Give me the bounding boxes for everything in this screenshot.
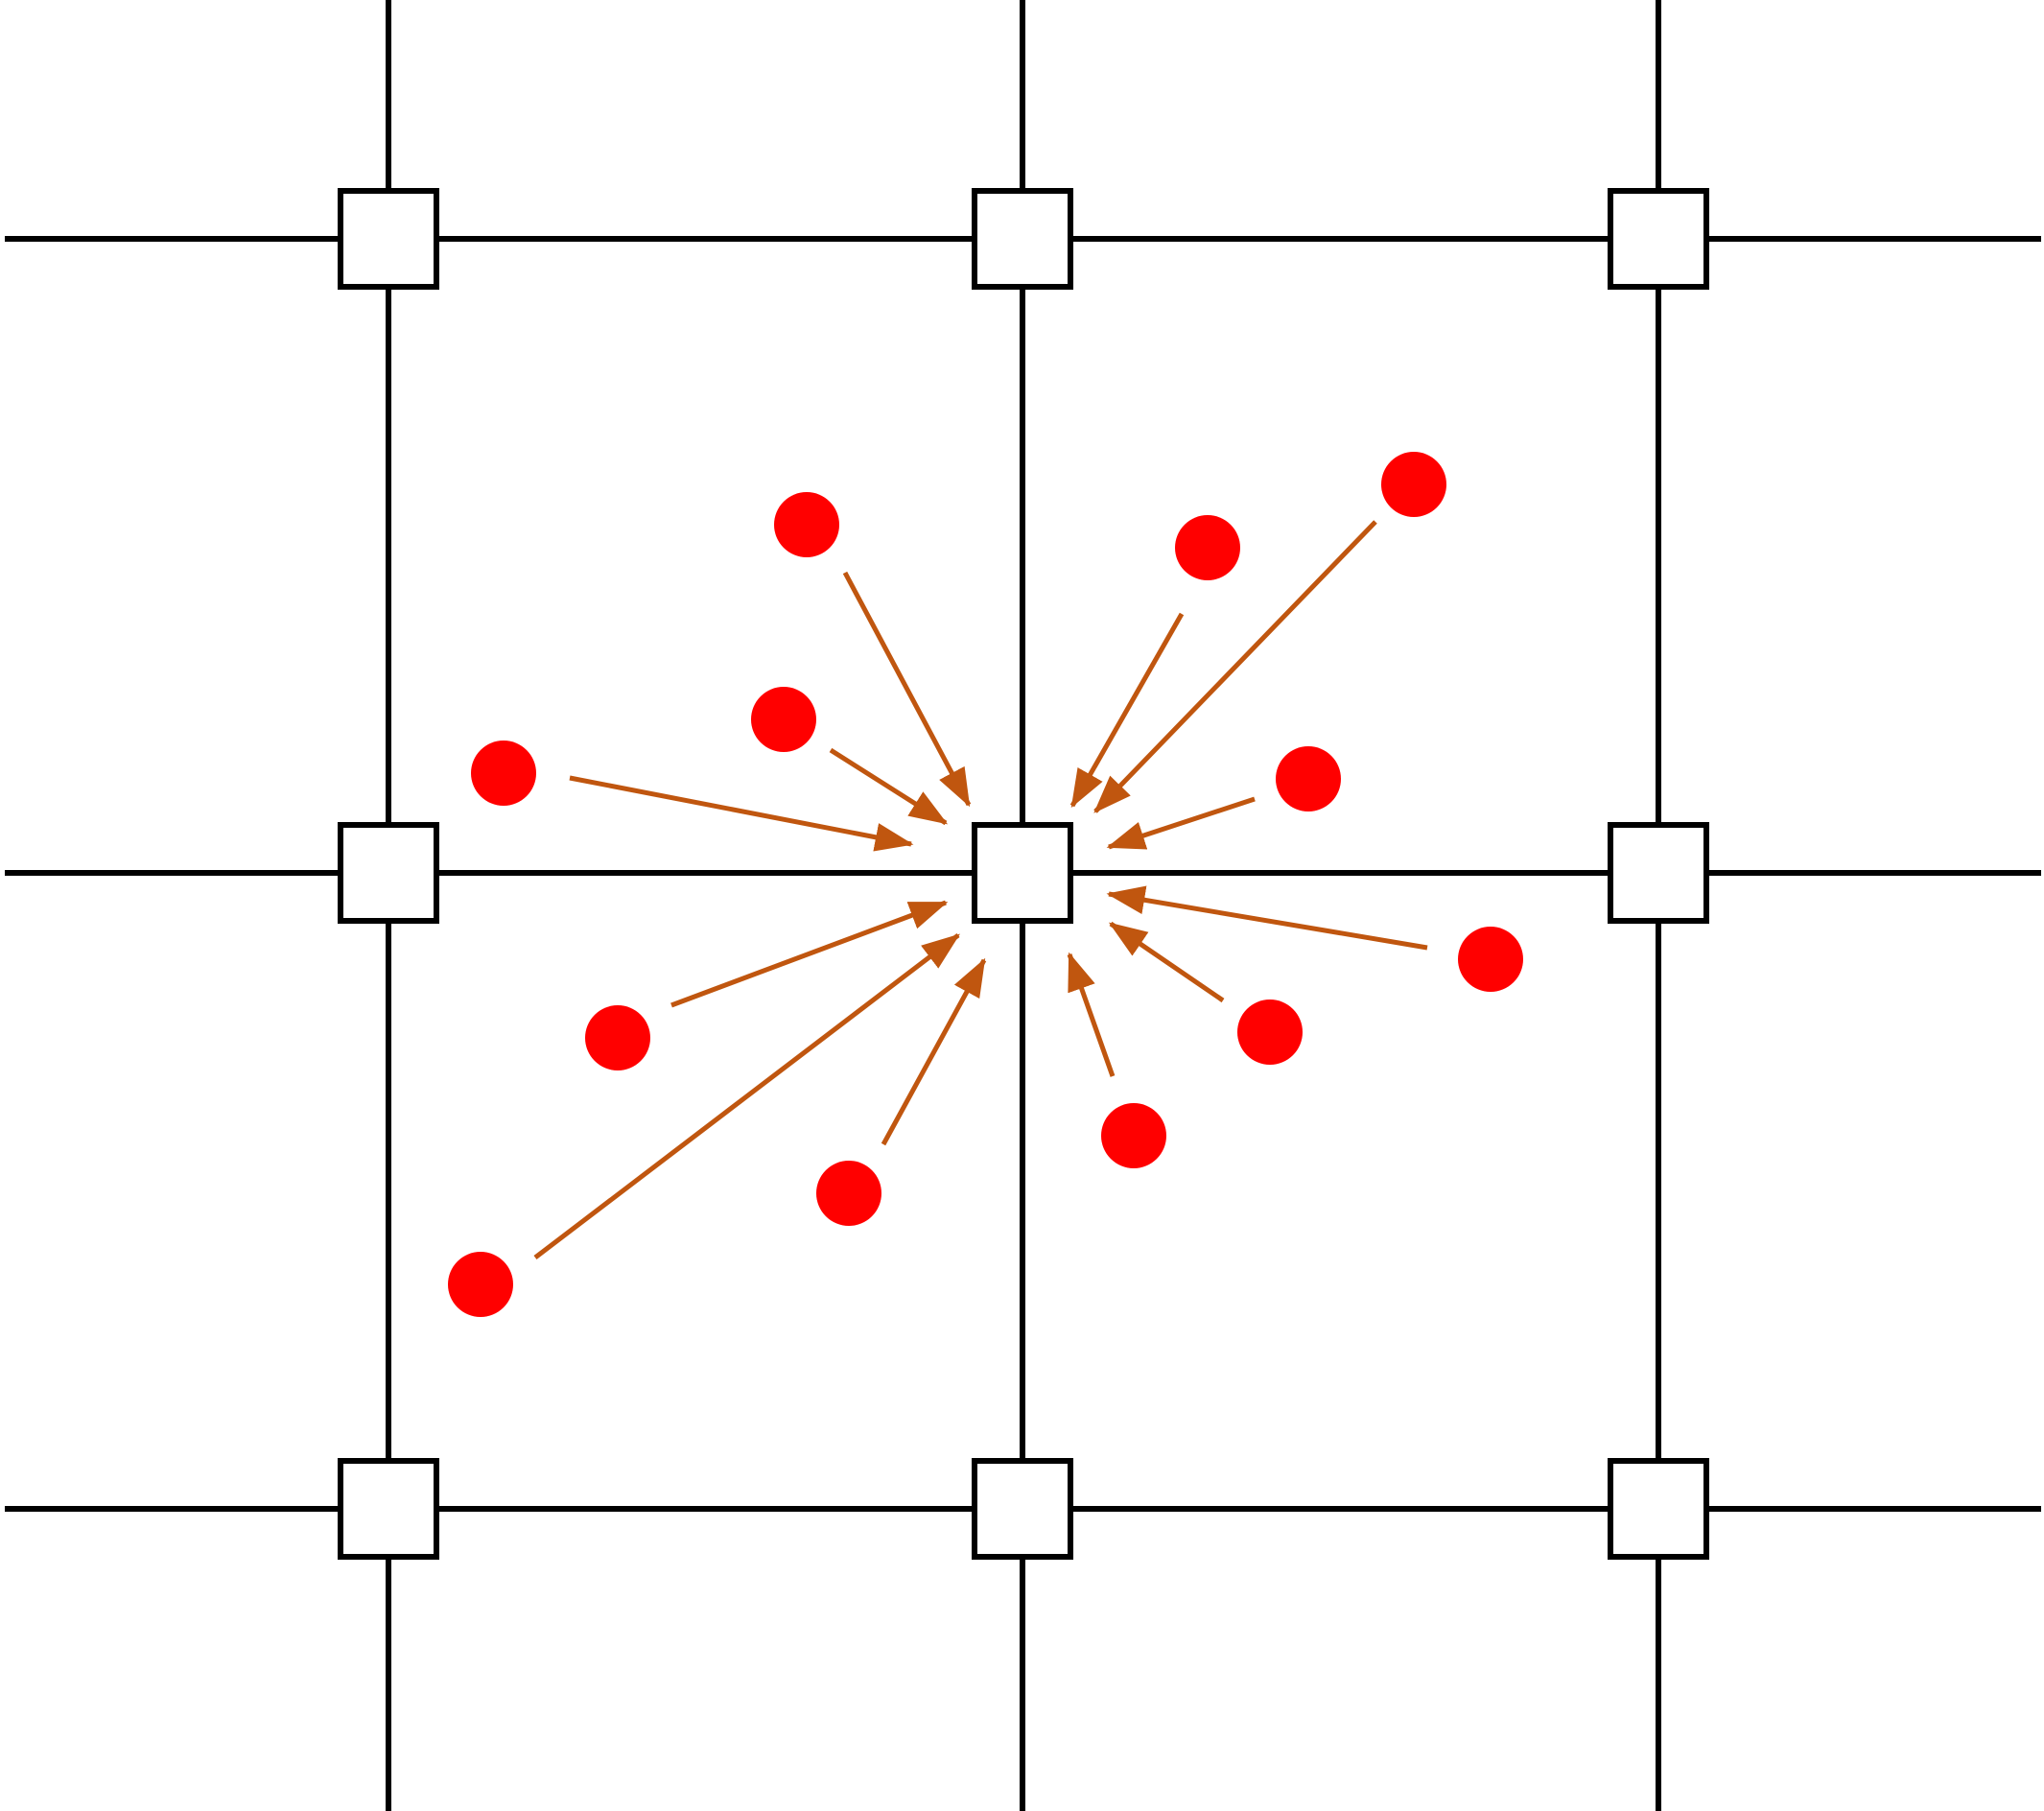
center-grid-node bbox=[972, 822, 1073, 924]
particle-6 bbox=[1276, 746, 1341, 811]
grid-node-r3-c3 bbox=[1608, 1458, 1709, 1560]
grid-node-r1-c3 bbox=[1608, 188, 1709, 290]
particle-10 bbox=[1101, 1103, 1166, 1168]
arrow-9 bbox=[1108, 921, 1225, 1003]
arrow-8 bbox=[670, 900, 949, 1008]
arrow-6 bbox=[1106, 796, 1256, 850]
arrow-3 bbox=[1093, 520, 1377, 813]
particle-11 bbox=[816, 1161, 881, 1226]
arrow-1 bbox=[842, 571, 972, 808]
arrow-7 bbox=[1106, 885, 1428, 951]
particle-2 bbox=[1175, 515, 1240, 580]
particle-5 bbox=[471, 741, 536, 806]
arrow-5 bbox=[569, 775, 914, 852]
grid-node-r1-c2 bbox=[972, 188, 1073, 290]
grid-nodes bbox=[338, 188, 1709, 1560]
particle-9 bbox=[1237, 1000, 1303, 1065]
particle-1 bbox=[774, 492, 839, 557]
particle-3 bbox=[1381, 452, 1446, 517]
grid-node-r3-c1 bbox=[338, 1458, 439, 1560]
grid-node-r2-c1 bbox=[338, 822, 439, 924]
arrows bbox=[533, 520, 1428, 1259]
particle-4 bbox=[751, 687, 816, 752]
particles bbox=[448, 452, 1523, 1317]
arrow-2 bbox=[1069, 612, 1185, 809]
particle-7 bbox=[1458, 927, 1523, 992]
grid-node-r1-c1 bbox=[338, 188, 439, 290]
arrow-10 bbox=[533, 933, 960, 1259]
arrow-11 bbox=[881, 957, 987, 1146]
particle-8 bbox=[585, 1005, 650, 1070]
grid-node-r2-c3 bbox=[1608, 822, 1709, 924]
particle-12 bbox=[448, 1252, 513, 1317]
arrow-12 bbox=[1067, 952, 1116, 1077]
arrow-4 bbox=[829, 747, 949, 826]
grid-node-r3-c2 bbox=[972, 1458, 1073, 1560]
